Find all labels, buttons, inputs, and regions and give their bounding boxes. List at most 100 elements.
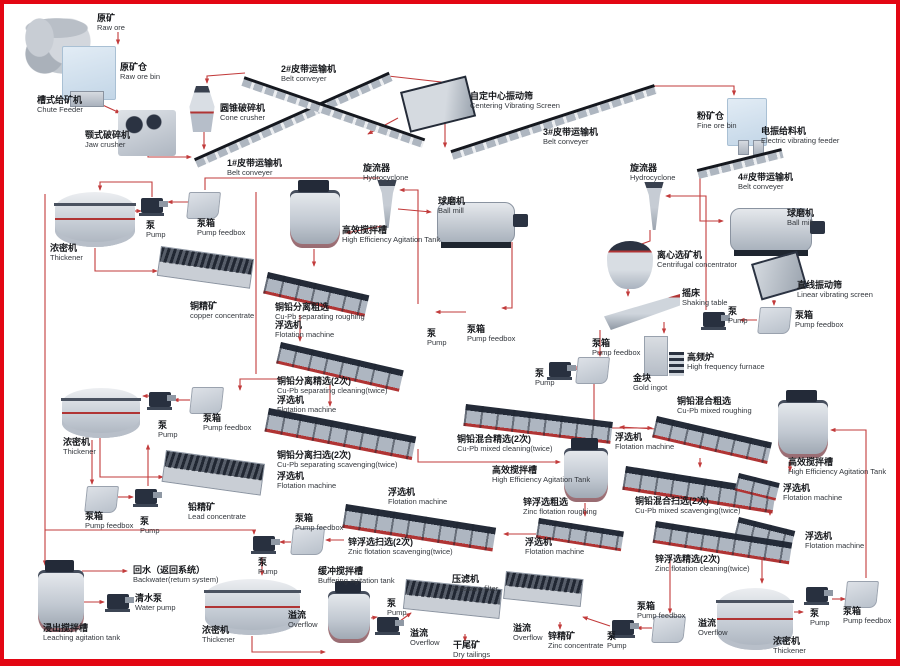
ball-mill-1-icon: [437, 202, 528, 248]
pump-4-icon: [251, 536, 280, 554]
label-feedbox-st-en: Pump feedbox: [592, 347, 641, 357]
label-flot-label-3-en: Flotation machine: [277, 480, 337, 490]
flow-line-40: [97, 181, 153, 197]
label-cupb-sep-rough-en: Cu-Pb separating roughing: [275, 311, 365, 321]
label-zinc-concentrate-en: Zinc concentrate: [548, 640, 604, 650]
label-pump-4-zh: 泵: [258, 557, 268, 567]
label-agitation-tank-3-zh: 高效搅拌槽: [492, 465, 538, 475]
label-thickener-2-en: Thickener: [63, 446, 96, 456]
label-pump-2-en: Pump: [158, 429, 178, 439]
label-pressure-filter-zh: 压滤机: [452, 574, 480, 584]
label-belt-conveyor-2-zh: 2#皮带运输机: [281, 64, 337, 74]
label-cupb-mixed-rough-en: Cu-Pb mixed roughing: [677, 405, 752, 415]
label-backwater-en: Backwater(return system): [133, 574, 219, 584]
flow-line-22: [345, 225, 383, 235]
label-belt-conveyor-3-zh: 3#皮带运输机: [543, 127, 599, 137]
agitation-tank-2-icon: [778, 390, 828, 458]
thickener-2-icon: [61, 388, 141, 438]
label-feedbox-3-en: Pump feedbox: [85, 520, 134, 530]
jaw-crusher-icon: [118, 110, 176, 156]
label-pump-7-en: Pump: [810, 617, 830, 627]
label-zinc-scav-en: Znic flotation scavenging(twice): [348, 546, 453, 556]
label-flot-label-7-en: Flotation machine: [525, 546, 585, 556]
label-pressure-filter-en: Pressure filter: [452, 583, 499, 593]
chute-feeder-icon: [70, 91, 104, 107]
label-flot-label-3-zh: 浮选机: [277, 471, 305, 481]
label-overflow-2-en: Overflow: [410, 637, 440, 647]
flow-line-8: [652, 85, 737, 96]
label-lead-concentrate-zh: 铅精矿: [188, 502, 216, 512]
electric-feeder-1-icon: [738, 140, 749, 155]
label-ball-mill-1-en: Ball mill: [438, 205, 464, 215]
label-pump-5-zh: 泵: [387, 598, 397, 608]
label-flot-label-5-zh: 浮选机: [615, 432, 643, 442]
label-cupb-sep-clean-zh: 铜铅分离精选(2次): [277, 376, 351, 386]
label-feedbox-4-zh: 泵箱: [295, 513, 314, 523]
flow-line-5: [204, 72, 246, 84]
label-flot-label-4-en: Flotation machine: [388, 496, 448, 506]
label-zinc-concentrate-zh: 锌精矿: [548, 631, 576, 641]
label-centering-screen-zh: 自定中心振动筛: [470, 91, 534, 101]
label-shaking-table-zh: 摇床: [682, 288, 701, 298]
label-zinc-scav-zh: 锌浮选扫选(2次): [348, 537, 413, 547]
label-belt-conveyor-1-zh: 1#皮带运输机: [227, 158, 283, 168]
feedbox-6-icon: [844, 581, 879, 608]
label-feedbox-5-zh: 泵箱: [637, 601, 656, 611]
label-centrifugal-en: Centrifugal concentrator: [657, 259, 738, 269]
label-flot-label-5-en: Flotation machine: [615, 441, 675, 451]
label-thickener-3-zh: 浓密机: [202, 625, 230, 635]
label-belt-conveyor-2-en: Belt conveyer: [281, 73, 327, 83]
label-jaw-crusher-zh: 颚式破碎机: [85, 130, 131, 140]
label-cupb-sep-scav-en: Cu-Pb separating scavenging(twice): [277, 459, 398, 469]
feedbox-2-icon: [189, 387, 224, 414]
label-feedbox-r1-zh: 泵箱: [795, 310, 814, 320]
flow-line-69: [45, 529, 257, 535]
label-ball-mill-2-en: Ball mill: [787, 217, 813, 227]
label-thickener-2-zh: 浓密机: [63, 437, 91, 447]
label-pump-7-zh: 泵: [810, 608, 820, 618]
label-feedbox-6-zh: 泵箱: [843, 606, 862, 616]
flow-line-26: [399, 187, 419, 304]
label-hf-furnace-zh: 高频炉: [687, 352, 715, 362]
water-pump-icon: [105, 594, 134, 612]
label-overflow-1-zh: 溢流: [288, 610, 307, 620]
label-feedbox-c1-en: Pump feedbox: [467, 333, 516, 343]
label-feedbox-c1-zh: 泵箱: [467, 324, 486, 334]
label-cupb-mixed-scav-zh: 铜铅混合扫选(2次): [635, 496, 709, 506]
label-zinc-rough-en: Zinc flotation roughing: [523, 506, 597, 516]
label-backwater-zh: 回水（返回系统）: [133, 565, 206, 575]
label-flot-label-4-zh: 浮选机: [388, 487, 416, 497]
feedbox-3-icon: [84, 486, 119, 513]
label-hydrocyclone-2-en: Hydrocyclone: [630, 172, 676, 182]
label-raw-ore-en: Raw ore: [97, 22, 125, 32]
label-raw-ore-zh: 原矿: [97, 13, 116, 23]
label-flot-label-8-zh: 浮选机: [805, 531, 833, 541]
label-thickener-1-en: Thickener: [50, 252, 83, 262]
label-flot-label-2-en: Flotation machine: [277, 404, 337, 414]
